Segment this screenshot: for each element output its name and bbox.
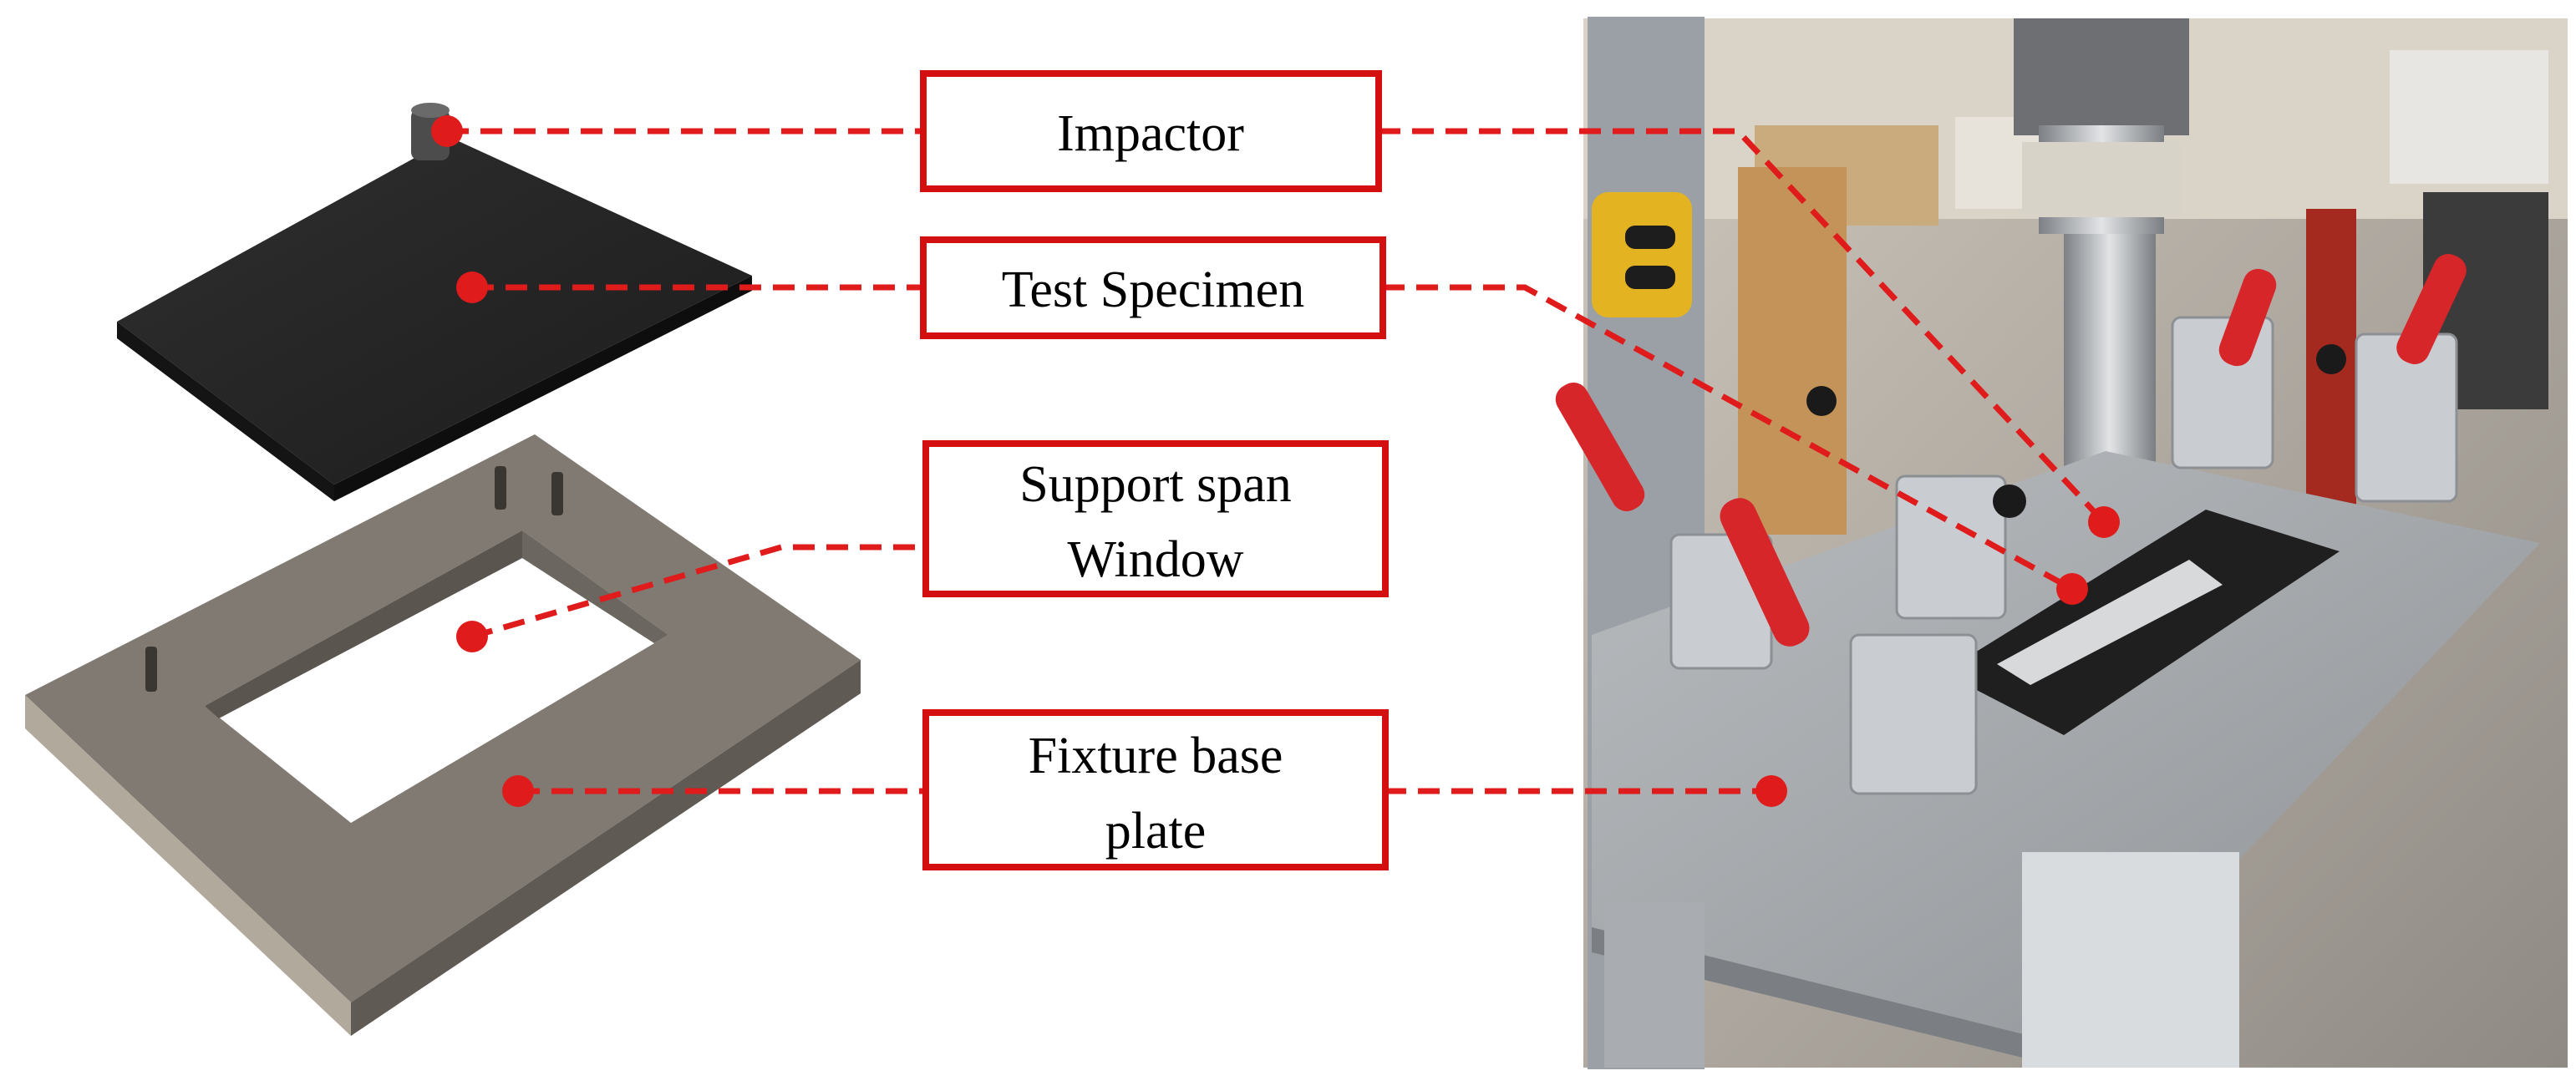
base-dot-cad: [502, 775, 534, 807]
label-test-specimen-box: Test Specimen: [920, 236, 1386, 339]
label-support-span-line1: Support span: [1019, 456, 1292, 513]
impactor-dot-photo: [2088, 506, 2120, 538]
marker-dots: [431, 115, 2120, 807]
test-rig-photo: [1555, 17, 2568, 1069]
leader-lines: [447, 128, 2106, 794]
label-fixture-base-line2: plate: [1105, 803, 1207, 860]
test-specimen-cad: [117, 138, 752, 501]
label-fixture-base-box: Fixture base plate: [922, 709, 1389, 870]
window-dot-cad: [456, 621, 488, 652]
label-impactor: Impactor: [1057, 105, 1244, 162]
label-impactor-box: Impactor: [920, 70, 1382, 192]
cad-exploded-view: [25, 103, 861, 1036]
label-support-span-box: Support span Window: [922, 440, 1389, 597]
base-dot-photo: [1755, 775, 1787, 807]
label-fixture-base-line1: Fixture base: [1029, 728, 1283, 784]
impactor-dot-cad: [431, 115, 463, 147]
specimen-dot-photo: [2056, 573, 2088, 605]
specimen-dot-cad: [456, 271, 488, 303]
base-plate-cad: [25, 434, 861, 1036]
label-support-span-line2: Window: [1067, 531, 1243, 588]
label-test-specimen: Test Specimen: [1002, 261, 1304, 318]
